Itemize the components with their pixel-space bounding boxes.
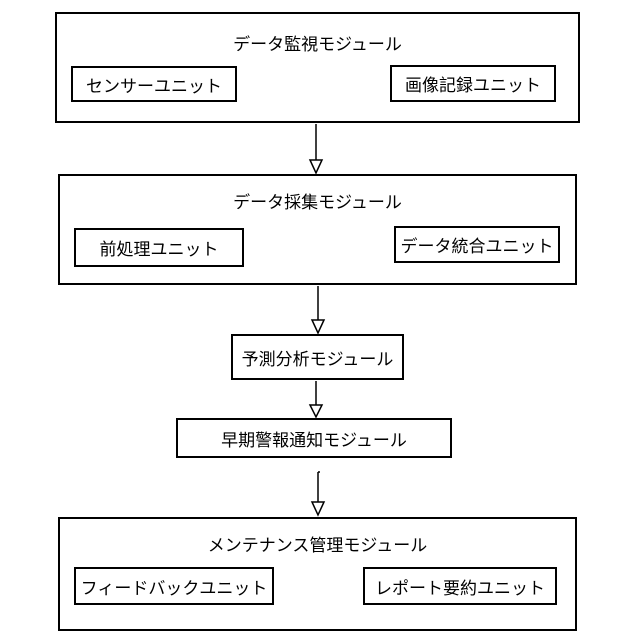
arrow-collection-to-prediction <box>312 286 324 333</box>
arrow-warning-to-maintenance <box>312 472 324 515</box>
arrow-prediction-to-warning <box>310 381 322 417</box>
arrow-monitoring-to-collection <box>310 124 322 173</box>
